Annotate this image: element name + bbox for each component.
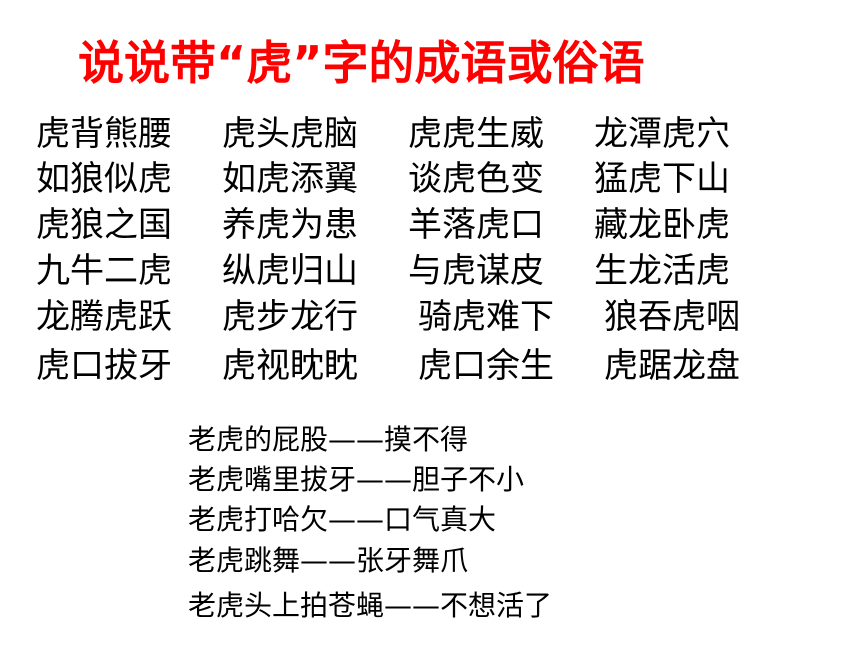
idiom: 养虎为患 xyxy=(222,205,358,245)
slide-title: 说说带“虎”字的成语或俗语 xyxy=(78,36,645,90)
idiom: 羊落虎口 xyxy=(408,205,544,245)
idiom: 藏龙卧虎 xyxy=(594,205,730,245)
idiom: 九牛二虎 xyxy=(36,251,172,291)
idiom: 纵虎归山 xyxy=(222,251,358,291)
idiom: 生龙活虎 xyxy=(594,251,730,291)
idiom: 龙潭虎穴 xyxy=(594,114,730,154)
saying: 老虎头上拍苍蝇——不想活了 xyxy=(188,589,553,622)
idiom: 如虎添翼 xyxy=(222,159,358,199)
idiom: 虎口拔牙 xyxy=(36,346,172,386)
idiom: 虎头虎脑 xyxy=(222,114,358,154)
saying: 老虎的屁股——摸不得 xyxy=(188,423,469,456)
idiom: 虎狼之国 xyxy=(36,205,172,245)
idiom: 虎口余生 xyxy=(418,346,554,386)
idiom: 虎视眈眈 xyxy=(222,346,358,386)
idiom: 与虎谋皮 xyxy=(408,251,544,291)
idiom: 谈虎色变 xyxy=(408,159,544,199)
saying: 老虎嘴里拔牙——胆子不小 xyxy=(188,463,525,496)
idiom: 虎踞龙盘 xyxy=(604,346,740,386)
saying: 老虎跳舞——张牙舞爪 xyxy=(188,544,469,577)
idiom: 骑虎难下 xyxy=(418,297,554,337)
idiom: 虎背熊腰 xyxy=(36,114,172,154)
idiom: 狼吞虎咽 xyxy=(604,297,740,337)
idiom: 龙腾虎跃 xyxy=(36,297,172,337)
idiom: 如狼似虎 xyxy=(36,159,172,199)
idiom: 猛虎下山 xyxy=(594,159,730,199)
saying: 老虎打哈欠——口气真大 xyxy=(188,503,497,536)
idiom: 虎步龙行 xyxy=(222,297,358,337)
idiom: 虎虎生威 xyxy=(408,114,544,154)
